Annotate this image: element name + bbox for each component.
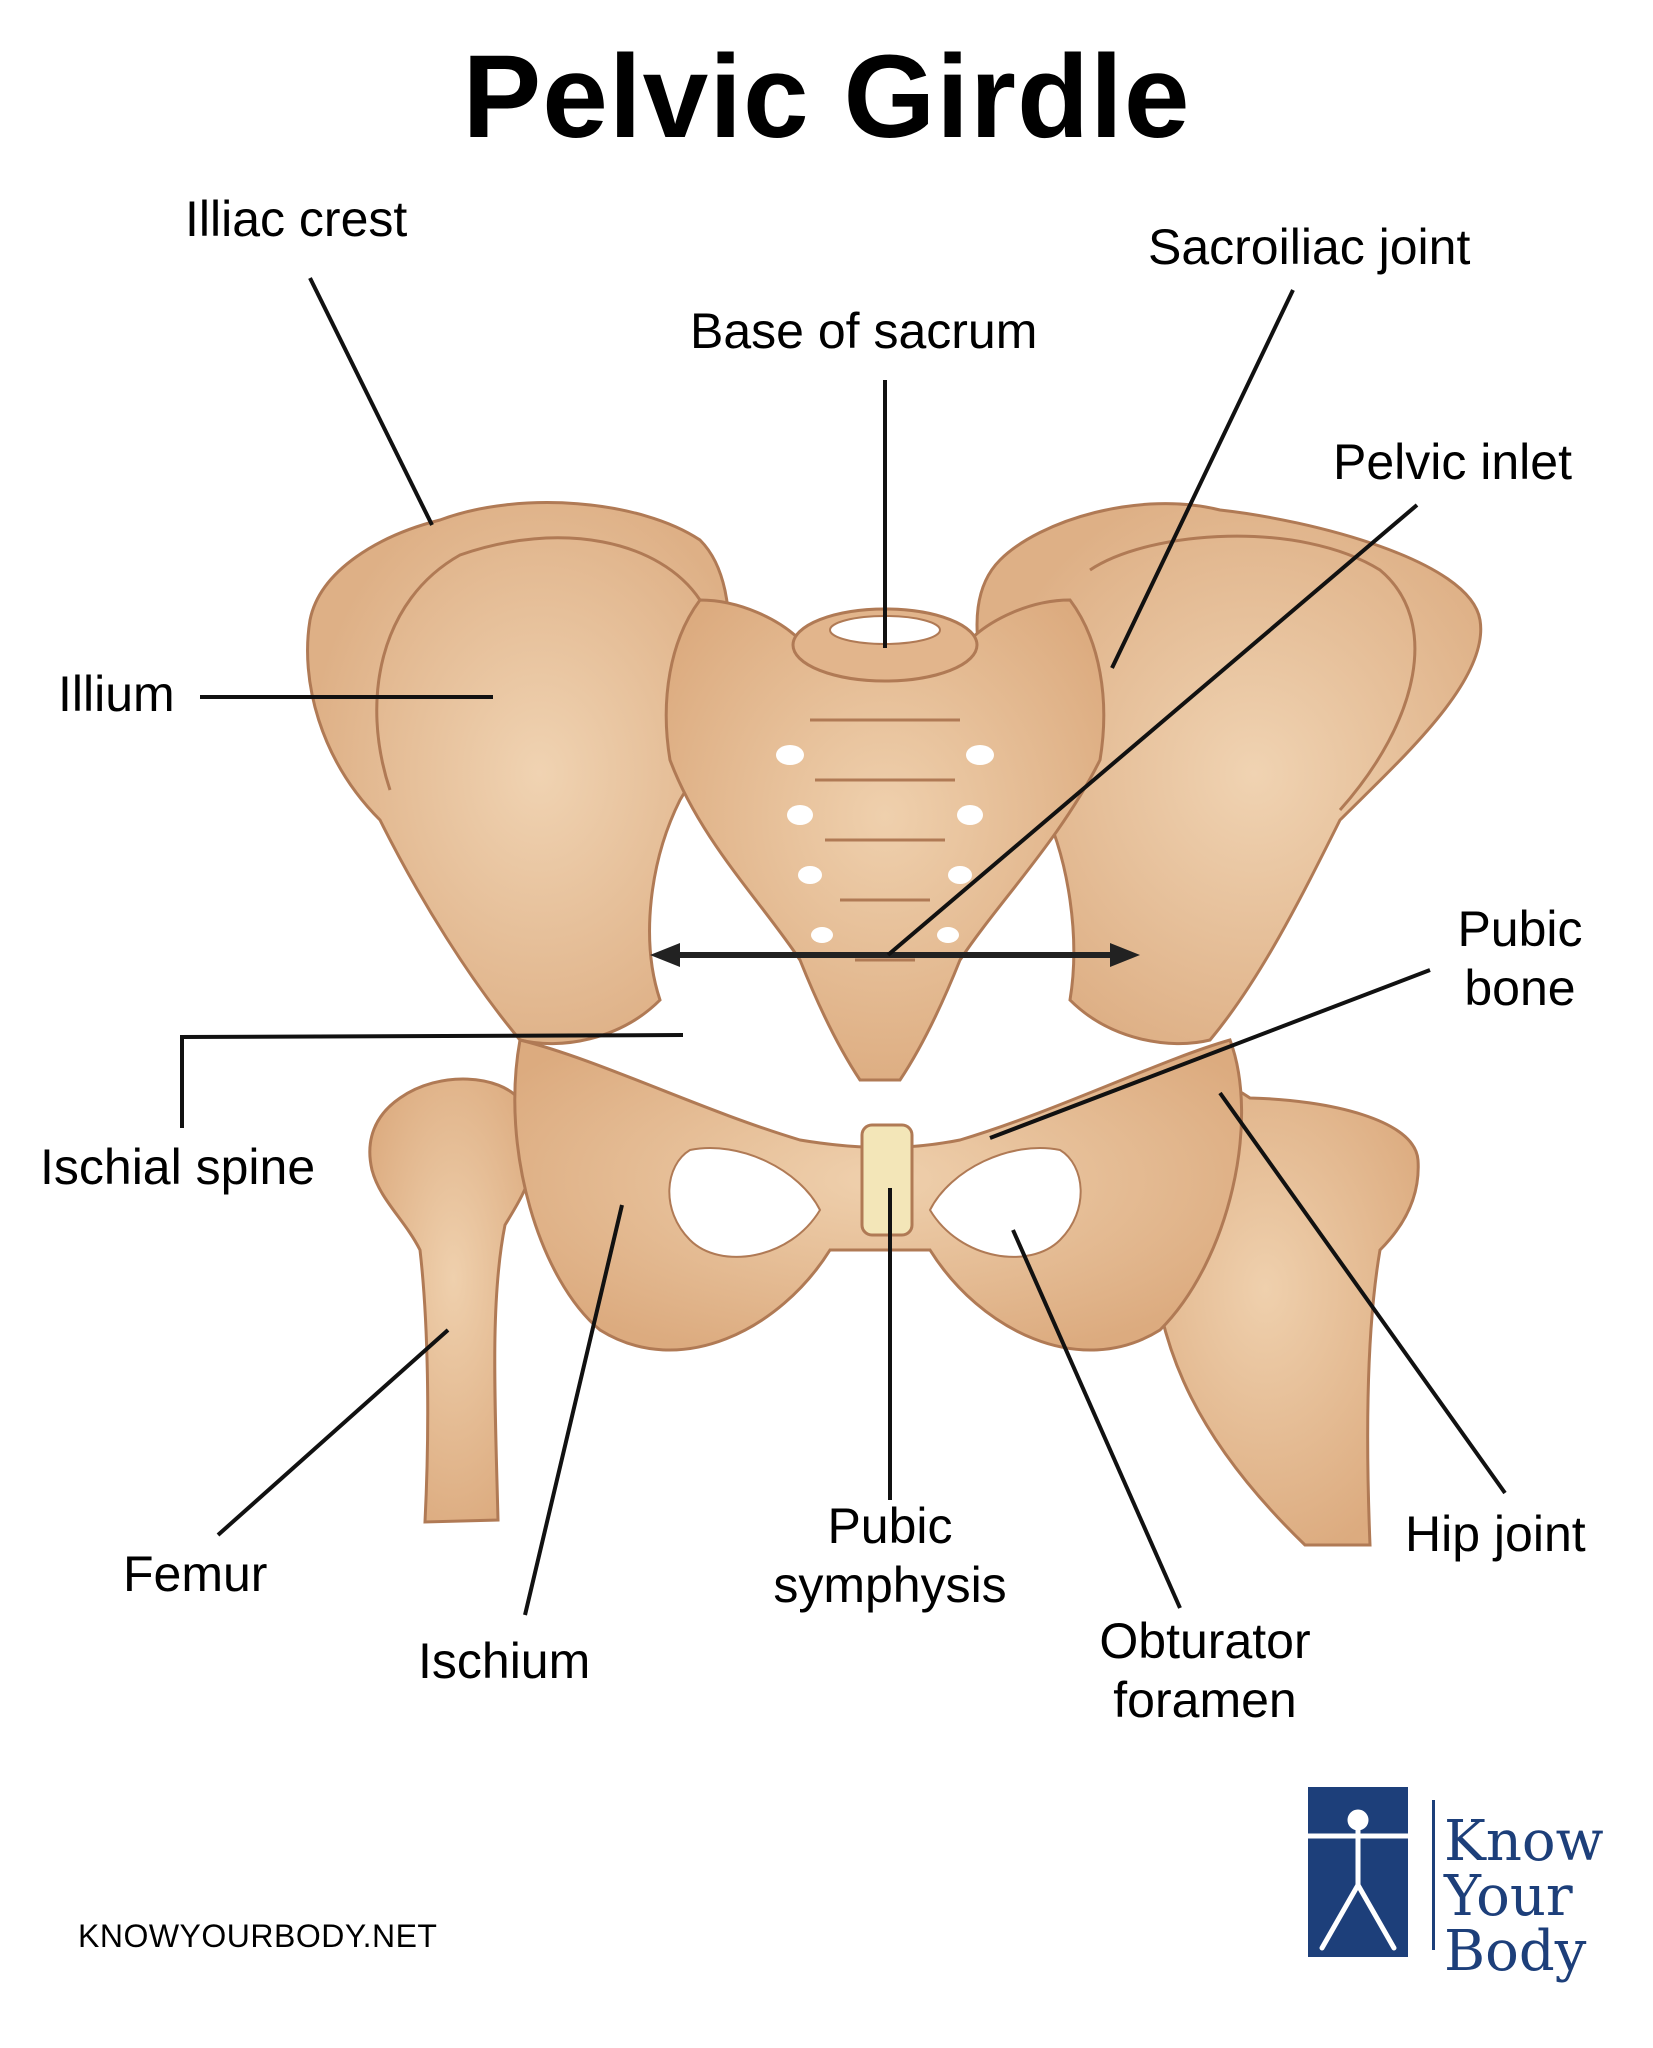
leader-femur	[216, 1328, 450, 1537]
label-ischial-spine: Ischial spine	[40, 1139, 316, 1195]
label-sacroiliac-joint: Sacroiliac joint	[1148, 219, 1471, 275]
label-pubic-symphysis-line2: symphysis	[773, 1557, 1007, 1613]
label-obturator-foramen: Obturator foramen	[1070, 1612, 1340, 1730]
label-hip-joint: Hip joint	[1405, 1506, 1586, 1562]
label-femur: Femur	[123, 1546, 268, 1602]
brand-divider	[1432, 1800, 1435, 1950]
label-obturator-foramen-line1: Obturator	[1099, 1613, 1311, 1669]
leader-lines	[180, 277, 1507, 1616]
label-base-of-sacrum: Base of sacrum	[690, 303, 1038, 359]
label-ischium: Ischium	[418, 1633, 591, 1689]
label-pubic-symphysis-line1: Pubic	[827, 1498, 953, 1554]
label-pubic-bone: Pubic bone	[1440, 900, 1600, 1018]
footer-website: KNOWYOURBODY.NET	[78, 1918, 438, 1954]
leader-ischium	[523, 1204, 624, 1616]
right-ilium	[975, 502, 1483, 1046]
label-pubic-bone-line2: bone	[1464, 960, 1576, 1016]
leader-pelvic-inlet	[886, 503, 1419, 957]
leader-illiac-crest	[308, 277, 434, 526]
label-obturator-foramen-line2: foramen	[1113, 1672, 1297, 1728]
left-ilium	[306, 501, 731, 1046]
left-femur	[368, 1077, 539, 1524]
diagram-title: Pelvic Girdle	[462, 31, 1191, 163]
brand-logo-mark	[1289, 1787, 1427, 1957]
pubic-ring	[513, 1038, 1244, 1352]
left-obturator-foramen	[668, 1147, 822, 1258]
brand-line-body: Body	[1444, 1918, 1587, 1984]
brand-wordmark: Know Your Body	[1444, 1809, 1604, 1984]
pubic-symphysis-cartilage	[860, 1123, 914, 1237]
leader-ischial-spine	[180, 1033, 684, 1128]
brand-line-know: Know	[1444, 1809, 1604, 1874]
label-pubic-symphysis: Pubic symphysis	[752, 1497, 1028, 1615]
sacrum	[664, 598, 1106, 1082]
label-pubic-bone-line1: Pubic	[1457, 901, 1583, 957]
leader-sacroiliac-joint	[1110, 289, 1295, 669]
label-illiac-crest: Illiac crest	[185, 191, 408, 247]
label-illium: Illium	[58, 666, 175, 722]
label-pelvic-inlet: Pelvic inlet	[1333, 434, 1572, 490]
right-obturator-foramen	[928, 1147, 1082, 1258]
leader-obturator-foramen	[1011, 1229, 1182, 1609]
pelvic-inlet-arrow	[650, 943, 1140, 967]
leader-hip-joint	[1218, 1091, 1507, 1495]
leader-pubic-bone	[989, 968, 1431, 1140]
brand-line-your: Your	[1444, 1863, 1573, 1929]
